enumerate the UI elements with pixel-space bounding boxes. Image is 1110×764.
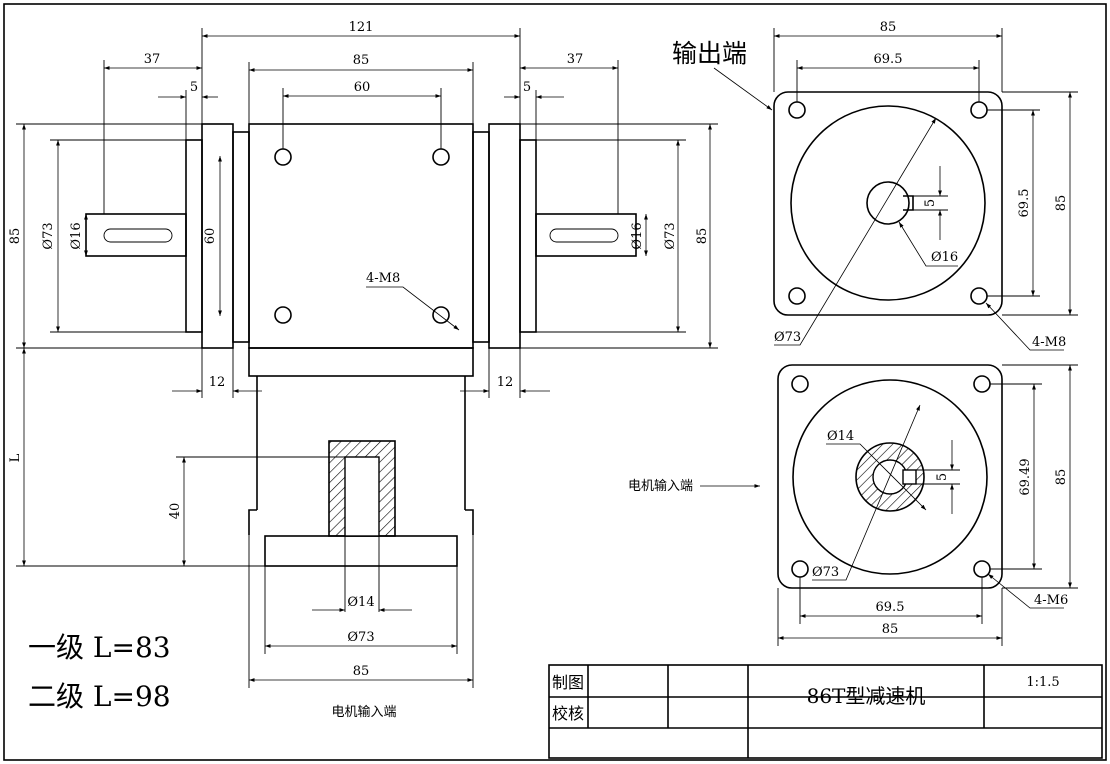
right-collar xyxy=(519,139,537,333)
checked-by-label: 校核 xyxy=(552,704,584,723)
left-shaft xyxy=(85,213,187,257)
right-flange-inner xyxy=(472,131,490,343)
output-hole-spacing-h: 69.5 xyxy=(874,52,903,67)
input-thread: 4-M6 xyxy=(1034,593,1068,608)
input-base xyxy=(264,535,458,567)
input-hole-tr xyxy=(973,375,991,393)
length-stage2: 二级 L=98 xyxy=(28,680,171,713)
dim-left-shaft: 37 xyxy=(144,52,161,67)
dim-right-key: 5 xyxy=(523,80,531,95)
output-key: 5 xyxy=(923,199,938,207)
input-end-view: 电机输入端 Ø14 5 69.49 85 Ø73 4-M6 69.5 xyxy=(628,364,1078,646)
hole-top-left xyxy=(274,148,292,166)
front-view: 121 85 60 37 5 37 5 12 xyxy=(8,20,718,720)
front-input-label: 电机输入端 xyxy=(331,704,396,720)
output-shaft-dia: Ø16 xyxy=(931,250,958,265)
input-hole-br xyxy=(973,560,991,578)
hole-bottom-right xyxy=(432,306,450,324)
output-thread: 4-M8 xyxy=(1032,335,1066,350)
input-hole-tl xyxy=(791,375,809,393)
drawn-by-label: 制图 xyxy=(552,673,584,692)
dim-left-pilot: Ø73 xyxy=(41,222,56,249)
output-hole-bl xyxy=(788,287,806,305)
output-flange xyxy=(773,91,1003,316)
output-width: 85 xyxy=(880,20,897,35)
input-pilot-circle xyxy=(792,379,988,575)
thread-callout-front: 4-M8 xyxy=(366,271,400,286)
length-stage1: 一级 L=83 xyxy=(28,631,171,664)
dim-right-shaft: 37 xyxy=(567,52,584,67)
output-hole-br xyxy=(970,287,988,305)
title-block: 制图 校核 86T型减速机 1:1.5 xyxy=(548,664,1103,759)
dim-spigot: Ø73 xyxy=(347,630,374,645)
left-collar xyxy=(185,139,203,333)
input-pilot-dia: Ø73 xyxy=(812,565,839,580)
output-hole-tr xyxy=(970,101,988,119)
dim-left-shaft-dia: Ø16 xyxy=(69,222,84,249)
input-hole-bl xyxy=(791,560,809,578)
dim-left-key: 5 xyxy=(190,80,198,95)
dim-right-pilot: Ø73 xyxy=(663,222,678,249)
right-flange xyxy=(488,123,521,349)
output-pilot-dia: Ø73 xyxy=(774,330,801,345)
body-base-step xyxy=(248,347,474,377)
dim-right-height: 85 xyxy=(695,228,710,245)
left-flange-inner xyxy=(232,131,250,343)
dim-hole-vertical: 60 xyxy=(203,228,218,245)
dim-left-height: 85 xyxy=(8,228,23,245)
output-end-label: 输出端 xyxy=(672,39,747,68)
drawing-scale: 1:1.5 xyxy=(1026,675,1059,690)
output-height: 85 xyxy=(1054,195,1069,212)
dim-body-width: 85 xyxy=(353,53,370,68)
dim-overall: 121 xyxy=(349,20,374,35)
right-keyway xyxy=(549,228,619,243)
input-bore: Ø14 xyxy=(827,429,854,444)
hole-top-right xyxy=(432,148,450,166)
dim-hole-spacing: 60 xyxy=(354,80,371,95)
input-height: 85 xyxy=(1054,469,1069,486)
output-hole-tl xyxy=(788,101,806,119)
input-flange xyxy=(777,364,1003,589)
input-end-label: 电机输入端 xyxy=(628,478,693,494)
dim-right-shaft-dia: Ø16 xyxy=(630,222,645,249)
input-hole-spacing-h: 69.5 xyxy=(876,600,905,615)
dim-base-width: 85 xyxy=(353,664,370,679)
dim-stub-height: 40 xyxy=(168,503,183,520)
output-pilot-circle xyxy=(790,105,986,301)
drawing-title: 86T型减速机 xyxy=(807,684,926,708)
dim-length-L: L xyxy=(8,453,23,462)
output-shaft-circle xyxy=(866,181,910,225)
right-shaft xyxy=(535,213,637,257)
left-keyway xyxy=(103,228,173,243)
main-body xyxy=(248,123,474,349)
drawing-frame xyxy=(3,3,1107,761)
dim-left-flange: 12 xyxy=(209,375,226,390)
input-width: 85 xyxy=(882,622,899,637)
dim-right-flange: 12 xyxy=(497,375,514,390)
hole-bottom-left xyxy=(274,306,292,324)
input-hole-spacing-v: 69.49 xyxy=(1018,458,1033,495)
output-end-view: 输出端 85 69.5 69.5 85 5 Ø16 Ø73 4-M xyxy=(672,20,1078,351)
dim-bore: Ø14 xyxy=(347,595,374,610)
output-hole-spacing-v: 69.5 xyxy=(1017,189,1032,218)
input-key: 5 xyxy=(935,473,950,481)
